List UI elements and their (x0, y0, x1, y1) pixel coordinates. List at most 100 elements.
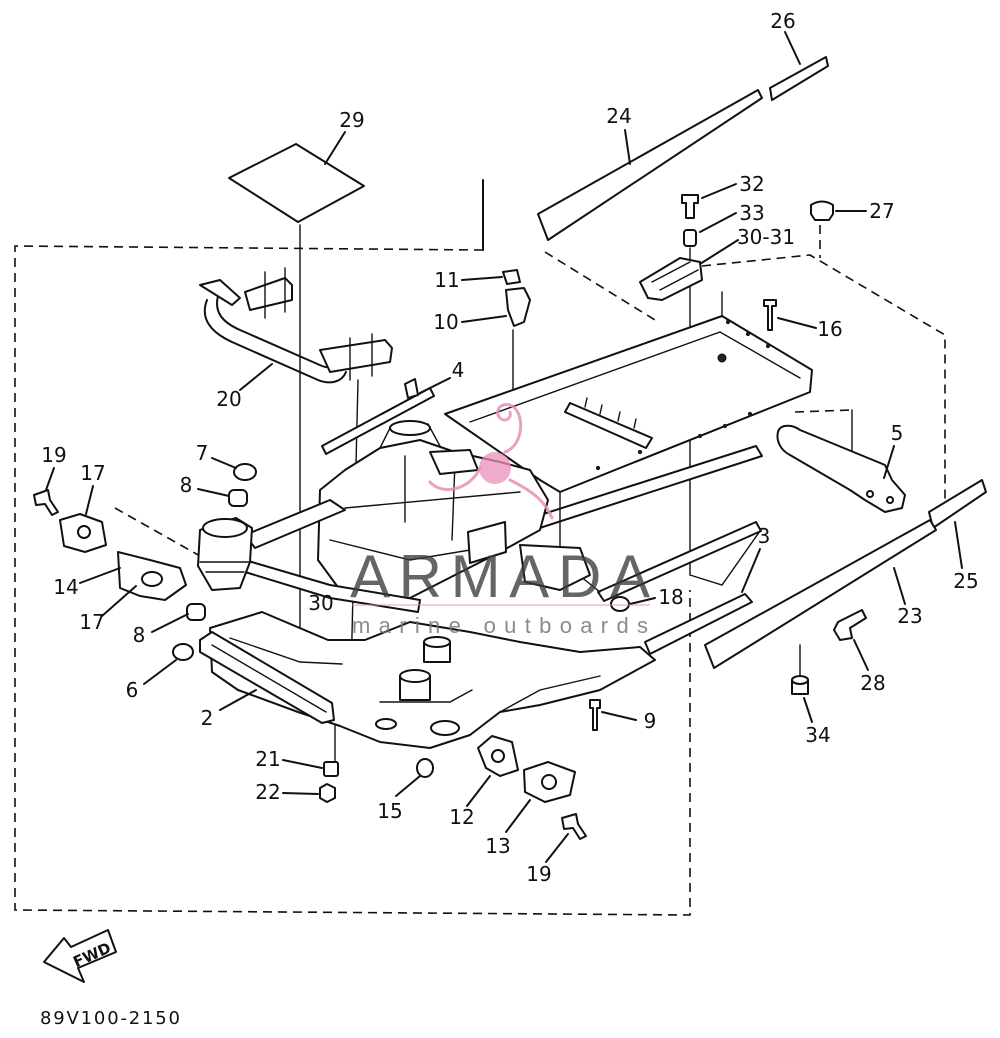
callout-30-31: 30-31 (737, 225, 795, 249)
leader-13 (505, 799, 531, 833)
leader-5 (883, 445, 895, 479)
leader-23 (893, 567, 906, 605)
callout-10: 10 (433, 310, 458, 334)
logo-head (496, 402, 523, 454)
bar-inner-edge (216, 295, 339, 369)
part-5-hole (866, 490, 874, 498)
tunnel-rib-teeth (584, 397, 637, 429)
callout-6: 6 (126, 678, 139, 702)
main-frame (197, 315, 813, 749)
callout-28: 28 (860, 671, 885, 695)
callout-12: 12 (449, 805, 474, 829)
callout-14: 14 (53, 575, 78, 599)
callout-3: 3 (758, 524, 771, 548)
watermark-brand: ARMADA (350, 543, 650, 610)
part-2-detail (211, 644, 327, 713)
part-10-mount (505, 287, 531, 327)
part-28-clip (833, 609, 867, 641)
part-30-31-detail (651, 261, 699, 291)
diagram-code: 89V100-2150 (40, 1008, 180, 1029)
part-9-bolt (589, 699, 601, 731)
callout-7: 7 (196, 441, 209, 465)
leader-24 (624, 129, 631, 165)
fwd-arrow-shape (43, 929, 117, 983)
leader-9 (601, 711, 637, 721)
part-8-bushing (228, 489, 248, 507)
boundary-mount-link (114, 507, 201, 557)
callout-labels: 26 24 29 32 33 27 30-31 11 10 16 4 20 5 … (41, 9, 978, 886)
tunnel-edge (469, 331, 801, 423)
hardware (33, 194, 867, 840)
leader-11 (461, 276, 503, 281)
decals-and-strips (228, 56, 987, 669)
leader-32 (701, 183, 737, 199)
callout-17-lower: 17 (79, 610, 104, 634)
suspension-tower-detail (199, 561, 251, 573)
part-12-hole (491, 749, 505, 763)
assembly-boundary (14, 225, 946, 916)
tunnel-rib-bracket (564, 402, 653, 449)
part-19-screw-bottom (561, 813, 587, 840)
leader-8-lower (151, 613, 189, 633)
part-22-nut (319, 783, 336, 803)
bar-outer-edge (203, 299, 347, 384)
part-24-shape (537, 89, 763, 241)
tunnel-side-rail-lower (597, 521, 762, 602)
part-27-cap (810, 200, 834, 221)
leader-33 (699, 212, 737, 233)
part-11-nut (502, 269, 521, 285)
leader-19-left (45, 467, 55, 491)
logo-tail-left (428, 466, 482, 491)
leader-15 (395, 775, 421, 797)
shock-cylinder-top (399, 669, 431, 683)
leader-19-bottom (545, 833, 569, 863)
callout-30: 30 (308, 591, 333, 615)
leader-22 (282, 792, 319, 795)
part-26-shape (769, 56, 829, 101)
leader-26 (784, 31, 801, 65)
seahorse-logo-icon (428, 402, 554, 520)
leader-20 (239, 363, 273, 391)
callout-22: 22 (255, 780, 280, 804)
leader-17-top (85, 485, 94, 515)
leader-2 (219, 689, 257, 711)
part-34-cap-top (791, 675, 809, 685)
leader-25 (954, 521, 963, 569)
bar-mount-bolts-left (264, 267, 286, 319)
callout-23: 23 (897, 604, 922, 628)
callout-33: 33 (739, 201, 764, 225)
belly-pan-hole (375, 718, 397, 730)
part-3-shape (644, 593, 753, 655)
rivet (717, 353, 727, 363)
callout-8-lower: 8 (133, 623, 146, 647)
rivet (765, 343, 771, 349)
rivet (747, 411, 753, 417)
part-20-bar (199, 267, 393, 384)
boundary-main (14, 245, 691, 916)
callout-32: 32 (739, 172, 764, 196)
part-17-hole (77, 525, 91, 539)
callout-19-left: 19 (41, 443, 66, 467)
part-5-shape (776, 424, 906, 513)
part-16-bolt (763, 299, 777, 331)
boundary-bracket-link (794, 409, 853, 413)
callout-2: 2 (201, 706, 214, 730)
leader-4 (419, 377, 451, 394)
callout-34: 34 (805, 723, 830, 747)
callout-9: 9 (644, 709, 657, 733)
part-13-hole (541, 774, 557, 790)
leader-34 (803, 697, 813, 723)
part-33-collar (683, 229, 697, 247)
bar-mount-bracket-right (319, 339, 393, 373)
leader-29 (324, 131, 346, 165)
part-14-hole (141, 571, 163, 587)
leader-21 (282, 759, 323, 769)
leader-6 (143, 659, 177, 685)
callout-21: 21 (255, 747, 280, 771)
part-4-shape (321, 387, 435, 455)
leader-10 (461, 315, 507, 323)
part-8-bushing (186, 603, 206, 621)
bar-mount-bolts-right (349, 333, 373, 381)
leader-8-upper (197, 488, 230, 497)
